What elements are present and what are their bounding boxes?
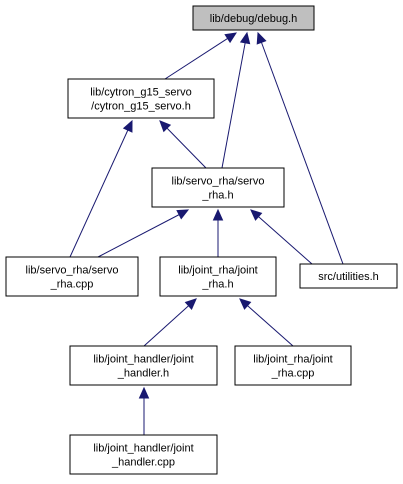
edge-servo_cpp-to-servo_h — [97, 209, 190, 258]
edge-servo_h-to-cytron — [159, 120, 207, 169]
edge-utilities-to-debug — [256, 31, 344, 265]
node-box — [69, 434, 218, 475]
node-label-line: _rha.h — [201, 279, 233, 291]
edge-utilities-to-servo_h — [250, 209, 313, 265]
edge-servo_h-to-debug — [221, 31, 251, 169]
edge-line — [97, 214, 180, 258]
node-label-line: /cytron_g15_servo.h — [91, 101, 191, 113]
node-joint-cpp[interactable]: lib/joint_rha/joint _rha.cpp — [234, 345, 352, 386]
arrowhead-icon — [212, 208, 224, 221]
edge-servo_cpp-to-cytron — [69, 119, 133, 258]
arrowhead-icon — [256, 31, 267, 45]
arrowhead-icon — [159, 120, 172, 133]
node-box — [159, 256, 277, 297]
node-utilities[interactable]: src/utilities.h — [299, 263, 398, 289]
node-box — [234, 345, 352, 386]
edge-handler_cpp-to-handler_h — [138, 386, 150, 435]
edge-cytron-to-debug — [164, 32, 238, 80]
edge-handler_h-to-joint_h — [143, 298, 197, 347]
edge-line — [143, 305, 189, 347]
node-label-line: src/utilities.h — [318, 271, 379, 283]
node-label-line: lib/joint_rha/joint — [253, 354, 333, 366]
arrowhead-icon — [239, 298, 252, 310]
edge-line — [166, 127, 207, 169]
edge-line — [247, 305, 294, 347]
node-handler-cpp[interactable]: lib/joint_handler/joint _handler.cpp — [69, 434, 218, 475]
edge-line — [164, 38, 228, 80]
node-label-line: lib/joint_handler/joint — [93, 443, 193, 455]
node-label-line: lib/joint_handler/joint — [93, 354, 193, 366]
node-label-line: _handler.h — [117, 368, 169, 380]
arrowhead-icon — [224, 32, 238, 44]
arrowhead-icon — [122, 119, 133, 133]
edge-line — [69, 129, 129, 258]
node-cytron[interactable]: lib/cytron_g15_servo/cytron_g15_servo.h — [67, 78, 215, 119]
node-joint-h[interactable]: lib/joint_rha/joint _rha.h — [159, 256, 277, 297]
edge-joint_cpp-to-joint_h — [239, 298, 294, 347]
node-label-line: _rha.cpp — [50, 279, 94, 291]
node-box — [67, 78, 215, 119]
edge-line — [260, 42, 344, 265]
node-box — [299, 263, 398, 289]
edge-joint_h-to-servo_h — [212, 208, 224, 257]
edges-layer — [69, 31, 344, 435]
node-label-line: lib/cytron_g15_servo — [90, 87, 192, 99]
node-label-line: _handler.cpp — [111, 457, 175, 469]
node-box — [69, 345, 218, 386]
edge-line — [221, 42, 246, 169]
arrowhead-icon — [184, 298, 197, 310]
node-box — [5, 256, 139, 297]
node-box — [151, 167, 285, 208]
node-handler-h[interactable]: lib/joint_handler/joint _handler.h — [69, 345, 218, 386]
arrowhead-icon — [176, 209, 190, 220]
node-box — [192, 5, 315, 31]
arrowhead-icon — [239, 31, 251, 45]
node-debug[interactable]: lib/debug/debug.h — [192, 5, 315, 31]
node-label-line: lib/servo_rha/servo — [26, 265, 119, 277]
node-label-line: lib/debug/debug.h — [210, 13, 297, 25]
arrowhead-icon — [138, 386, 150, 399]
node-label-line: lib/joint_rha/joint — [178, 265, 258, 277]
edge-line — [258, 216, 313, 265]
node-servo-h[interactable]: lib/servo_rha/servo _rha.h — [151, 167, 285, 208]
node-label-line: _rha.cpp — [271, 368, 315, 380]
node-label-line: _rha.h — [201, 190, 233, 202]
nodes-layer: lib/debug/debug.h lib/cytron_g15_servo/cy… — [5, 5, 398, 475]
arrowhead-icon — [250, 209, 263, 221]
node-label-line: lib/servo_rha/servo — [172, 176, 265, 188]
node-servo-cpp[interactable]: lib/servo_rha/servo _rha.cpp — [5, 256, 139, 297]
